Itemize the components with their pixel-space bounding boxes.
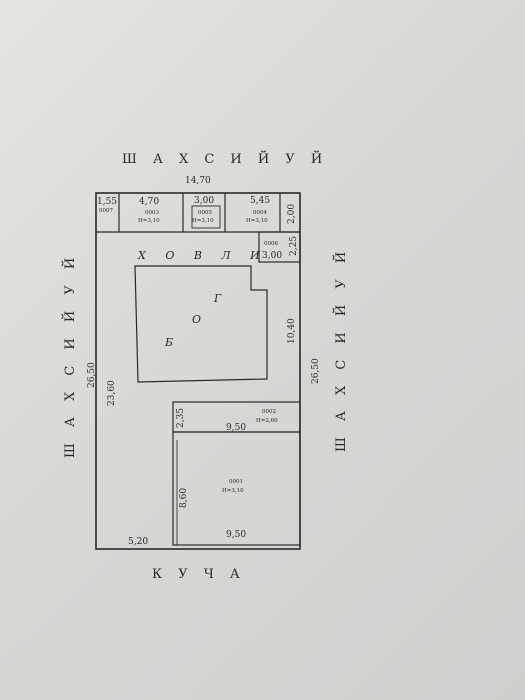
room-0001	[172, 431, 301, 546]
plot-boundary	[95, 192, 301, 550]
room-0002-height: H=2,60	[256, 418, 278, 424]
garden-letter-3: Г	[213, 292, 222, 305]
street-label-right: Ш А Х С И Й У Й	[332, 246, 349, 452]
dim-room-c: 3,00	[194, 196, 214, 206]
room-0004-code: 0004	[253, 210, 267, 216]
dim-bottom-left: 5,20	[128, 537, 148, 547]
dim-garden-right: 10,40	[287, 318, 297, 344]
dim-inner-left: 23,60	[107, 380, 117, 406]
room-0005-code: 0005	[198, 210, 212, 216]
dim-house-height: 8,60	[179, 488, 189, 508]
street-label-top: Ш А Х С И Й У Й	[122, 150, 328, 167]
dim-small-height: 2,25	[289, 236, 299, 256]
garden-letter-2: О	[192, 313, 201, 326]
dim-bottom-right: 9,50	[226, 530, 246, 540]
dim-room-b: 4,70	[139, 197, 159, 207]
dim-annex-height: 2,35	[176, 408, 186, 428]
yard-label: Х О В Л И	[137, 249, 268, 262]
dim-house-width: 9,50	[226, 423, 246, 433]
dim-right-length: 26,50	[311, 358, 321, 384]
room-0005-inner	[191, 205, 221, 229]
garden-letter-1: Б	[164, 336, 173, 349]
room-0006	[258, 231, 301, 263]
room-0003-height: H=3,10	[138, 218, 160, 224]
street-label-bottom: К У Ч А	[152, 567, 246, 582]
dim-left-length: 26,50	[87, 362, 97, 388]
room-0002-code: 0002	[262, 409, 276, 415]
dim-room-d: 5,45	[250, 196, 270, 206]
room-0001-code: 0001	[229, 479, 243, 485]
room-0001-height: H=3,10	[222, 488, 244, 494]
street-label-left: Ш А Х С И Й У Й	[61, 252, 78, 458]
room-0003-code: 0003	[145, 210, 159, 216]
dim-top-width: 14,70	[185, 176, 211, 186]
dim-room-d-height: 2,00	[287, 204, 297, 224]
room-0004-height: H=3,10	[246, 218, 268, 224]
dim-room-a: 1,55	[97, 197, 117, 207]
garden-outline	[134, 265, 268, 383]
room-0006-code: 0006	[264, 241, 278, 247]
dim-small-width: 3,00	[262, 251, 282, 261]
room-0005-height: H=3,10	[192, 218, 214, 224]
room-0007-code: 0007	[99, 208, 113, 214]
